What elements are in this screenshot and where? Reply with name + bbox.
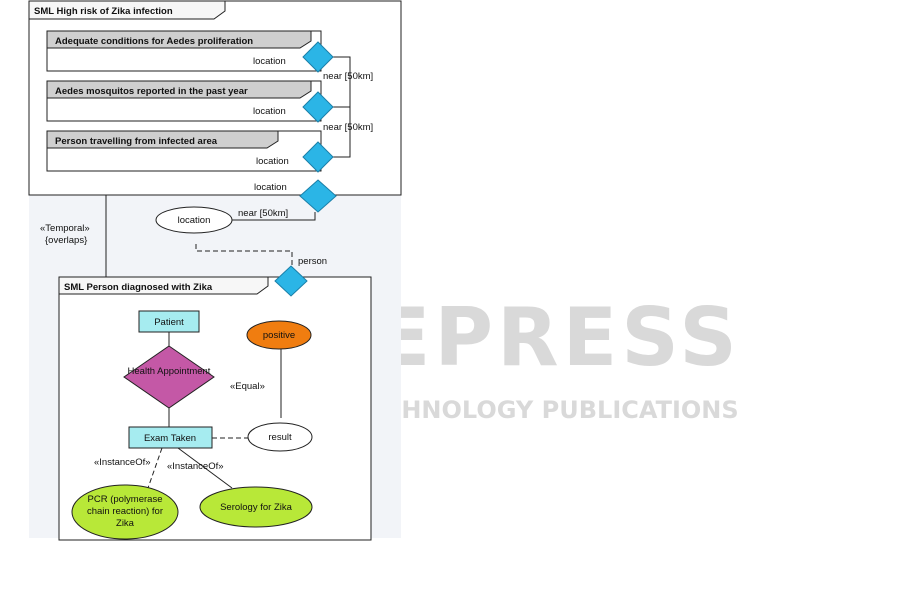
location-port-diamond[interactable] [302, 141, 334, 173]
instanceof-right-link [177, 447, 233, 489]
positive-node[interactable] [246, 320, 312, 350]
location-port-diamond[interactable] [302, 91, 334, 123]
condition-header [46, 80, 312, 99]
temporal-constraint: {overlaps} [45, 235, 87, 246]
near-label-1: near [50km] [323, 71, 373, 82]
pcr-label-line-2: chain reaction) for [87, 506, 163, 517]
instanceof-right-label: «InstanceOf» [167, 461, 224, 472]
near-label-outer: near [50km] [238, 208, 288, 219]
patient-node[interactable] [138, 310, 200, 333]
condition-header [46, 30, 312, 49]
person-port-diamond[interactable] [274, 265, 308, 297]
condition-adequate-conditions[interactable]: Adequate conditions for Aedes proliferat… [46, 30, 322, 72]
instanceof-left-link [147, 447, 163, 489]
frame-person-diagnosed-tab [58, 276, 269, 295]
near-connector-2 [332, 106, 351, 158]
condition-header [46, 130, 279, 149]
condition-title: Person travelling from infected area [55, 136, 218, 147]
serology-node[interactable] [199, 486, 313, 528]
health-appointment-label: Health Appointment [128, 366, 211, 377]
condition-person-travelling[interactable]: Person travelling from infected area loc… [46, 130, 322, 172]
patient-label: Patient [154, 317, 184, 328]
outer-location-port-diamond[interactable] [299, 179, 337, 213]
person-label: person [298, 256, 327, 267]
result-node[interactable] [247, 422, 313, 452]
temporal-stereotype: «Temporal» [40, 223, 90, 234]
person-connector [195, 244, 293, 266]
condition-title: Aedes mosquitos reported in the past yea… [55, 86, 248, 97]
frame-high-risk-title: SML High risk of Zika infection [34, 6, 173, 17]
exam-taken-label: Exam Taken [144, 433, 196, 444]
pcr-label-line-1: PCR (polymerase [88, 494, 163, 505]
condition-port-label: location [253, 106, 286, 117]
pcr-node[interactable] [71, 484, 179, 540]
near-connector-outer [232, 212, 316, 221]
condition-title: Adequate conditions for Aedes proliferat… [55, 36, 253, 47]
exam-taken-node[interactable] [128, 426, 213, 449]
near-label-2: near [50km] [323, 122, 373, 133]
instanceof-left-label: «InstanceOf» [94, 457, 151, 468]
location-node[interactable] [155, 206, 233, 234]
positive-label: positive [263, 330, 295, 341]
location-node-label: location [178, 215, 211, 226]
frame-high-risk-tab [28, 0, 226, 20]
frame-high-risk[interactable]: SML High risk of Zika infection Adequate… [28, 0, 402, 196]
frame-person-diagnosed-title: SML Person diagnosed with Zika [64, 282, 213, 293]
location-port-diamond[interactable] [302, 41, 334, 73]
condition-port-label: location [256, 156, 289, 167]
pcr-label-line-3: Zika [116, 518, 135, 529]
outer-port-label: location [254, 182, 287, 193]
health-appointment-node[interactable] [123, 345, 215, 409]
serology-label: Serology for Zika [220, 502, 293, 513]
equal-label: «Equal» [230, 381, 265, 392]
result-label: result [268, 432, 292, 443]
condition-aedes-reported[interactable]: Aedes mosquitos reported in the past yea… [46, 80, 322, 122]
condition-port-label: location [253, 56, 286, 67]
